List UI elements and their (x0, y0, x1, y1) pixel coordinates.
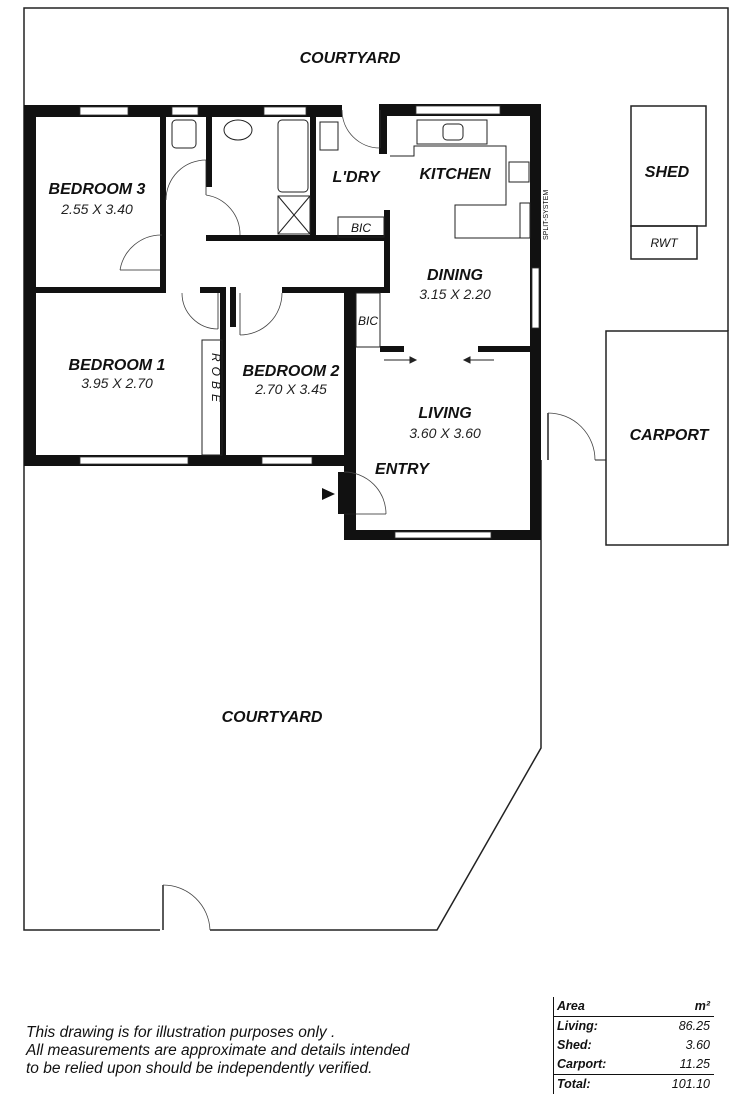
disclaimer-line: All measurements are approximate and det… (26, 1042, 410, 1059)
area-table-header: Area m² (554, 997, 714, 1017)
fixtures (171, 119, 531, 456)
courtyard-bottom-label: COURTYARD (222, 709, 323, 726)
area-row-living: Living: 86.25 (554, 1017, 714, 1036)
shower-icon (277, 195, 311, 235)
area-row-total: Total: 101.10 (554, 1074, 714, 1094)
bedroom2-label: BEDROOM 2 (243, 363, 340, 380)
bedroom3-size: 2.55 X 3.40 (60, 201, 133, 217)
courtyard-top-label: COURTYARD (300, 50, 401, 67)
bic-laundry-label: BIC (351, 221, 371, 235)
area-row-value: 11.25 (679, 1057, 710, 1071)
dining-label: DINING (427, 267, 483, 284)
area-row-label: Shed: (557, 1038, 592, 1052)
carport-label: CARPORT (630, 427, 710, 444)
bedroom2-size: 2.70 X 3.45 (254, 381, 327, 397)
site-boundary-lower (210, 540, 542, 931)
carport-door[interactable] (547, 412, 606, 461)
disclaimer: This drawing is for illustration purpose… (26, 1024, 409, 1078)
shed-label: SHED (645, 164, 690, 181)
toilet-icon (171, 119, 197, 149)
dining-size: 3.15 X 2.20 (419, 286, 491, 302)
sink-icon (416, 119, 488, 145)
disclaimer-line: to be relied upon should be independentl… (26, 1060, 373, 1077)
sliding-door-arrows (384, 356, 494, 364)
area-row-carport: Carport: 11.25 (554, 1055, 714, 1074)
bic-dining (355, 292, 381, 348)
site-boundary (23, 7, 729, 931)
area-total-label: Total: (557, 1077, 591, 1091)
bic-laundry (337, 216, 385, 238)
windows (79, 105, 540, 539)
entry-arrow-icon (322, 488, 335, 500)
disclaimer-line: This drawing is for illustration purpose… (26, 1024, 336, 1041)
entry-label: ENTRY (375, 461, 430, 478)
bedroom1-label: BEDROOM 1 (69, 357, 166, 374)
area-table: Area m² Living: 86.25 Shed: 3.60 Carport… (553, 997, 714, 1094)
living-size: 3.60 X 3.60 (409, 425, 481, 441)
trough-icon (319, 121, 339, 151)
robe (201, 339, 223, 456)
carport (605, 330, 729, 546)
kitchen-label: KITCHEN (419, 166, 491, 183)
doors[interactable] (119, 109, 387, 515)
rwt-label: RWT (650, 236, 679, 250)
area-header-unit: m² (694, 999, 710, 1013)
area-header-label: Area (557, 999, 585, 1013)
bedroom3-label: BEDROOM 3 (49, 181, 146, 198)
split-system-label: SPLIT-SYSTEM (543, 190, 550, 240)
laundry-label: L'DRY (332, 169, 380, 186)
area-row-value: 86.25 (678, 1019, 710, 1033)
living-label: LIVING (418, 405, 471, 422)
basin-icon (223, 119, 253, 141)
area-row-label: Living: (557, 1019, 598, 1033)
bath-icon (277, 119, 309, 193)
area-row-shed: Shed: 3.60 (554, 1036, 714, 1055)
area-total-value: 101.10 (671, 1077, 710, 1091)
area-row-label: Carport: (557, 1057, 607, 1071)
bic-dining-label: BIC (358, 314, 378, 328)
rwt (630, 225, 698, 260)
bedroom1-size: 3.95 X 2.70 (81, 375, 153, 391)
robe-label: ROBE (209, 353, 223, 407)
fridge-icon (519, 202, 531, 239)
cooktop-icon (508, 161, 530, 183)
gate-door[interactable] (162, 884, 211, 931)
area-row-value: 3.60 (685, 1038, 710, 1052)
